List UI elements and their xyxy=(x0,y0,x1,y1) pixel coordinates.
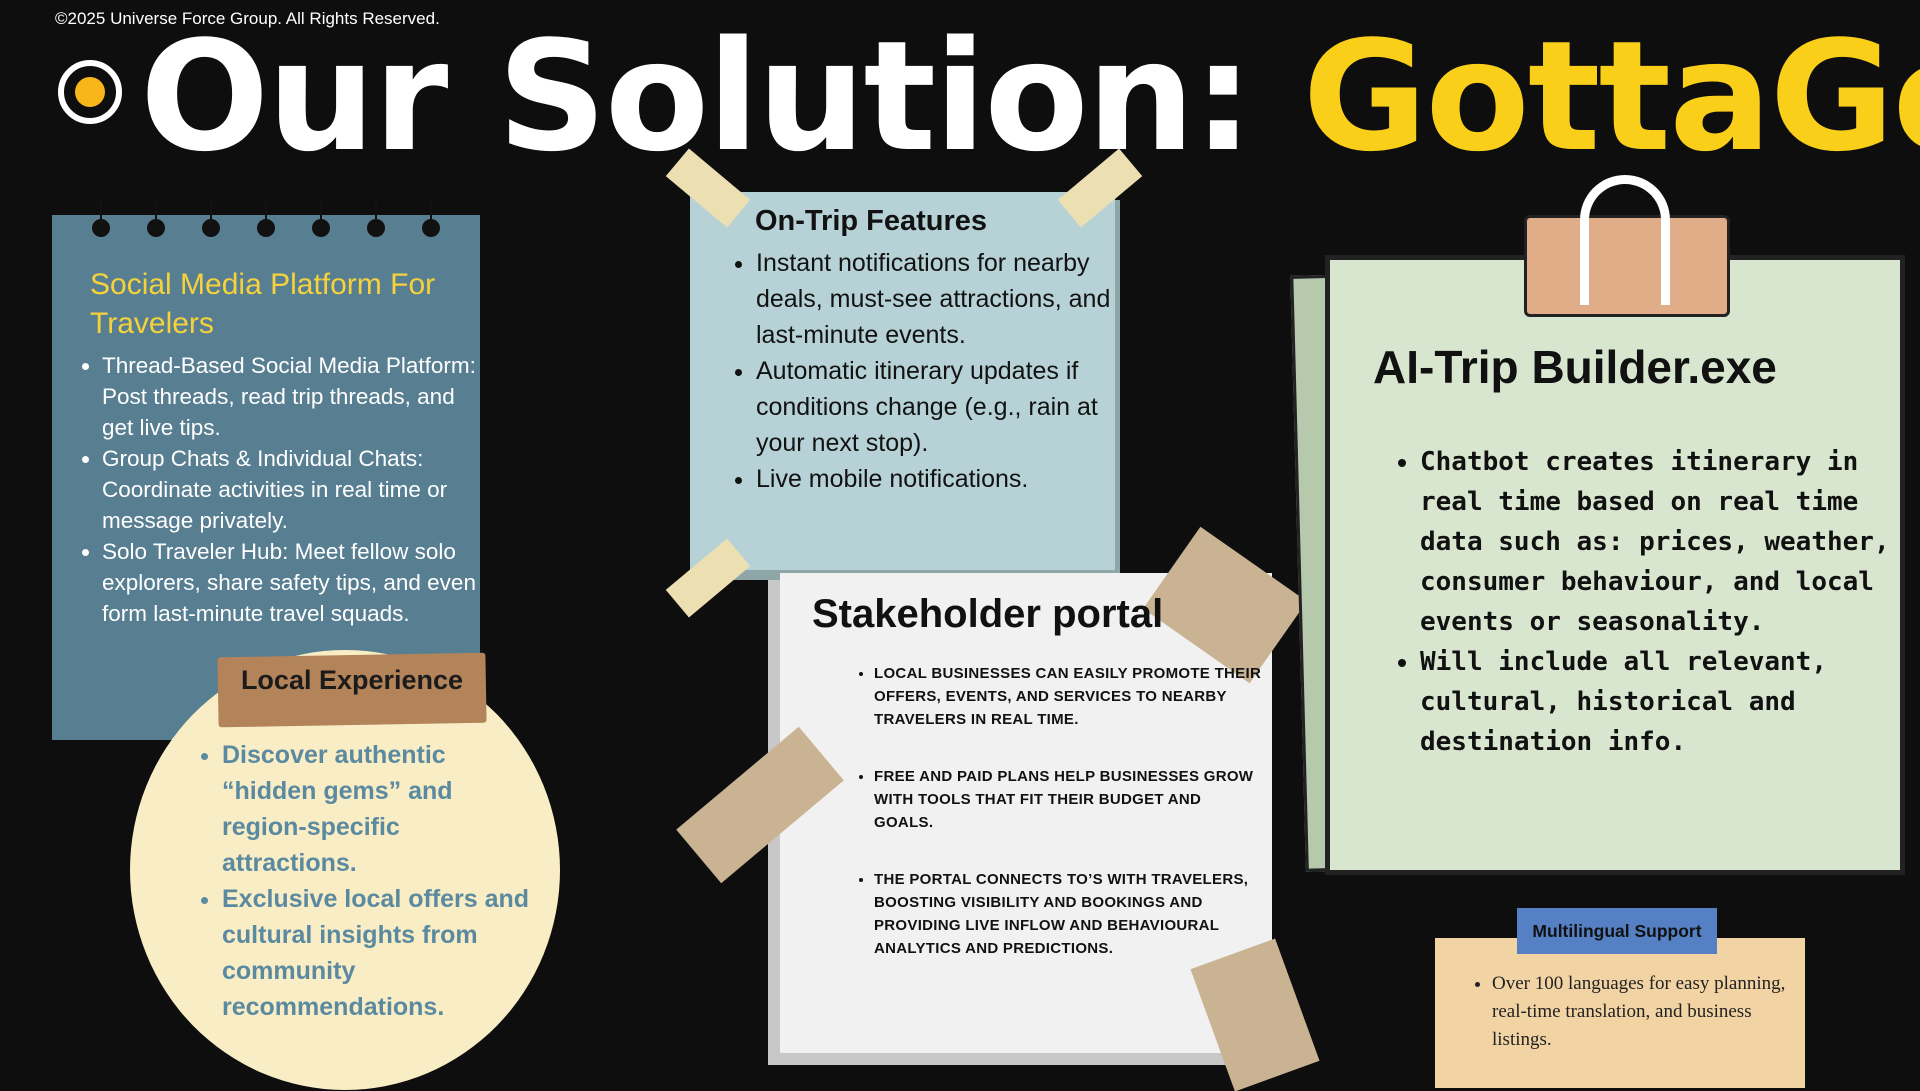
local-experience-list: Discover authentic “hidden gems” and reg… xyxy=(196,737,532,1025)
binder-clip-ring-icon xyxy=(1580,175,1670,305)
stakeholder-feature-list: Local businesses can easily promote thei… xyxy=(852,662,1264,994)
ai-heading: AI-Trip Builder.exe xyxy=(1373,341,1777,393)
list-item: The portal connects TO’s with travelers,… xyxy=(874,868,1264,960)
social-feature-list: Thread-Based Social Media Platform: Post… xyxy=(78,350,482,629)
notepad-hole xyxy=(257,199,275,237)
stakeholder-card xyxy=(780,573,1272,1053)
list-item: Instant notifications for nearby deals, … xyxy=(756,245,1151,353)
list-item: Live mobile notifications. xyxy=(756,461,1151,497)
list-item: Group Chats & Individual Chats: Coordina… xyxy=(102,443,482,536)
multilingual-list: Over 100 languages for easy planning, re… xyxy=(1470,970,1812,1054)
notepad-hole xyxy=(367,199,385,237)
list-item: Local businesses can easily promote thei… xyxy=(874,662,1264,731)
notepad-hole xyxy=(202,199,220,237)
list-item: Discover authentic “hidden gems” and reg… xyxy=(222,737,532,881)
social-media-card: Social Media Platform For Travelers Thre… xyxy=(52,199,482,740)
social-heading: Social Media Platform For Travelers xyxy=(90,268,436,340)
list-item: Thread-Based Social Media Platform: Post… xyxy=(102,350,482,443)
ontrip-feature-list: Instant notifications for nearby deals, … xyxy=(730,245,1151,497)
multilingual-card xyxy=(1435,938,1805,1088)
copyright-notice: ©2025 Universe Force Group. All Rights R… xyxy=(55,9,440,28)
list-item: Free and paid plans help businesses grow… xyxy=(874,765,1264,834)
local-experience-heading: Local Experience xyxy=(240,665,464,695)
title-brand: GottaGo xyxy=(1302,8,1920,185)
notepad-hole xyxy=(92,199,110,237)
list-item: Exclusive local offers and cultural insi… xyxy=(222,881,532,1025)
list-item: Automatic itinerary updates if condition… xyxy=(756,353,1151,461)
ai-trip-builder-card xyxy=(1325,255,1905,875)
page-title: Our Solution: GottaGo xyxy=(140,8,1920,185)
list-item: Over 100 languages for easy planning, re… xyxy=(1492,970,1812,1054)
list-item: Will include all relevant, cultural, his… xyxy=(1420,642,1900,762)
notepad-hole xyxy=(147,199,165,237)
title-bullet-icon xyxy=(58,60,122,124)
notepad-hole xyxy=(422,199,440,237)
ontrip-heading: On-Trip Features xyxy=(755,205,988,237)
stakeholder-heading: Stakeholder portal xyxy=(812,592,1164,636)
notepad-hole xyxy=(312,199,330,237)
ai-feature-list: Chatbot creates itinerary in real time b… xyxy=(1396,442,1900,762)
ontrip-card xyxy=(690,192,1115,570)
list-item: Solo Traveler Hub: Meet fellow solo expl… xyxy=(102,536,482,629)
multilingual-heading: Multilingual Support xyxy=(1517,908,1717,954)
list-item: Chatbot creates itinerary in real time b… xyxy=(1420,442,1900,642)
